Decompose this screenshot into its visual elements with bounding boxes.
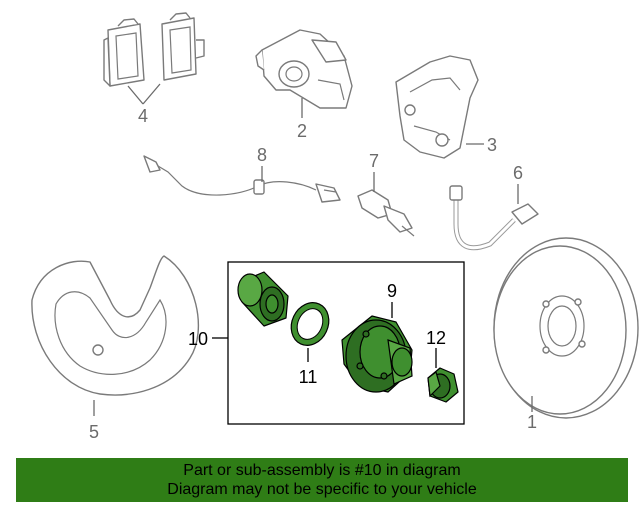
abs-sensor-wire <box>143 155 341 203</box>
brake-pads <box>103 12 205 87</box>
wheel-hub <box>341 315 413 393</box>
callout-5: 5 <box>89 422 99 442</box>
callout-12: 12 <box>426 328 446 348</box>
callout-2: 2 <box>297 121 307 141</box>
banner-line-1: Part or sub-assembly is #10 in diagram <box>183 462 461 479</box>
callout-10: 10 <box>188 329 208 349</box>
callout-9: 9 <box>387 281 397 301</box>
brake-rotor <box>493 237 639 419</box>
brake-caliper <box>255 29 353 109</box>
callout-11: 11 <box>299 367 318 387</box>
callout-8: 8 <box>257 145 267 165</box>
callout-3: 3 <box>487 135 497 155</box>
wheel-bearing <box>237 271 289 327</box>
callout-7: 7 <box>369 151 379 171</box>
caliper-bracket <box>395 55 479 159</box>
snap-ring <box>290 302 330 346</box>
speed-sensor <box>357 189 415 237</box>
brake-hose <box>449 185 539 251</box>
banner-line-2: Diagram may not be specific to your vehi… <box>167 481 477 498</box>
callout-6: 6 <box>513 163 523 183</box>
dust-shield <box>31 255 200 396</box>
callout-1: 1 <box>527 412 537 432</box>
callout-4: 4 <box>138 106 148 126</box>
notice-banner: Part or sub-assembly is #10 in diagram D… <box>16 458 628 502</box>
axle-nut <box>427 367 459 403</box>
leader-4 <box>127 83 161 105</box>
